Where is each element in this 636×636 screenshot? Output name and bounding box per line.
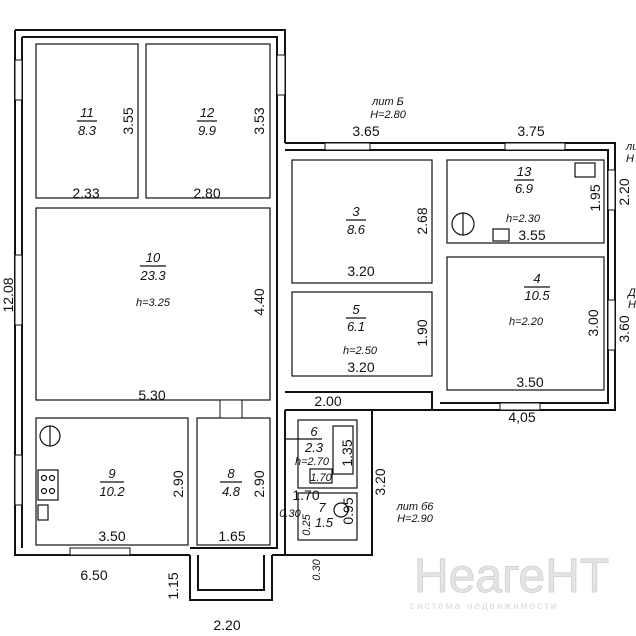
room-13-height: h=2.30 [506,213,541,225]
room-5-number: 5 [352,302,360,317]
watermark-tagline: система недвижимости [410,601,558,612]
dim-lit-b-left-width: 3.65 [352,123,379,139]
dim-lit-b1-height: 3.20 [372,468,388,495]
room-7-outline [297,492,358,541]
dim-porch-height: 1.15 [165,572,181,599]
room-10-height: h=3.25 [136,297,171,309]
room-7-number: 7 [318,500,326,515]
dim-room10-height: 4.40 [251,288,267,315]
dim-room4-width: 3.50 [516,374,543,390]
fixtures [37,162,596,521]
room-10-outline [35,207,271,401]
dim-porch-width: 2.20 [213,617,240,633]
toilet-icon [333,502,349,518]
room-5-height: h=2.50 [343,345,378,357]
room-9-number: 9 [108,466,115,481]
dim-lit-b-width: 4,05 [508,409,535,425]
walls [14,29,616,601]
room-12-area: 9.9 [198,123,216,138]
room-4-area: 10.5 [524,288,550,303]
edge-label-top-h: H [626,153,634,165]
dim-room13-width: 3.55 [518,227,545,243]
dim-overall-height: 12.08 [0,277,16,312]
dim-room5-width: 3.20 [347,359,374,375]
dim-room6-height: 1.35 [339,439,355,466]
room-6-height: h=2.70 [295,456,330,468]
edge-label-mid-h: H [628,299,636,311]
dim-room7-width: 1.70 [292,487,319,503]
room-11-number: 11 [80,105,94,120]
dim-room3-height: 2.68 [414,207,430,234]
room-3-number: 3 [352,204,360,219]
room-3-outline [291,159,433,284]
dim-room7-height: 0.95 [340,497,356,524]
dim-room11-height: 3.55 [120,107,136,134]
room-9-outline [35,417,189,546]
room-10-area: 23.3 [139,268,166,283]
dim-room9-height: 2.90 [170,470,186,497]
dim-room12-width: 2.80 [193,185,220,201]
room-11-outline [35,43,139,199]
lit-b-name: лит Б [371,96,404,108]
dim-room10-width: 5.30 [138,387,165,403]
lit-b1-name: лит б6 [396,501,435,513]
dim-room12-height: 3.53 [251,107,267,134]
room-13-number: 13 [517,164,532,179]
watermark-logo: НеагеНТ система недвижимости [410,550,610,612]
dimension-labels: 12.08 3.55 3.53 2.33 2.80 4.40 5.30 2.90… [0,107,632,633]
dim-room13-height: 1.95 [587,184,603,211]
room-8-number: 8 [227,466,235,481]
room-13-area: 6.9 [515,181,533,196]
dim-room8-height: 2.90 [251,470,267,497]
room-10-number: 10 [146,250,161,265]
dim-gap: 2.00 [314,393,341,409]
dim-room5-height: 1.90 [414,319,430,346]
dim-overall-width: 6.50 [80,567,107,583]
watermark-brand: НеагеНТ [414,550,609,603]
dim-room7-b: 0.25 [301,513,313,535]
lit-b1-height: H=2.90 [397,513,434,525]
room-4-height: h=2.20 [509,316,544,328]
room-4-number: 4 [533,271,540,286]
building-labels: лит Б H=2.80 лит б6 H=2.90 ли H Д H [370,96,636,525]
room-5-outline [291,291,433,377]
dim-room7-c: 0.30 [311,558,323,580]
dim-room13-outer: 2.20 [616,178,632,205]
heater-icon [492,228,510,242]
room-12-outline [145,43,271,199]
room-6-outline [297,419,358,489]
edge-label-mid: Д [626,287,636,299]
lit-b-height: H=2.80 [370,109,407,121]
dim-room9-width: 3.50 [98,528,125,544]
room-6-area: 2.3 [304,440,324,455]
room-4-outline [446,256,605,391]
sink-icon [37,504,49,521]
room-3-area: 8.6 [347,222,366,237]
edge-label-top: ли [625,141,636,153]
room-11-area: 8.3 [78,123,97,138]
room-13-outline [446,159,605,244]
dim-room3-width: 3.20 [347,263,374,279]
dim-room11-width: 2.33 [72,185,99,201]
dim-room7-a: 0.30 [279,508,301,520]
room-8-area: 4.8 [222,484,241,499]
room-5-area: 6.1 [347,319,365,334]
room-9-area: 10.2 [99,484,125,499]
dim-room8-width: 1.65 [218,528,245,544]
room-6-number: 6 [310,424,318,439]
dim-lit-b-right-width: 3.75 [517,123,544,139]
dim-room4-height: 3.00 [585,309,601,336]
room-12-number: 12 [200,105,215,120]
dim-room4-outer: 3.60 [616,315,632,342]
room-labels: 11 8.3 12 9.9 10 23.3 h=3.25 9 10.2 8 4.… [77,105,550,530]
stove-icon [37,469,59,501]
room-7-area: 1.5 [315,515,334,530]
dim-room6-width: 1.70 [310,472,332,484]
stove-icon [574,162,596,178]
